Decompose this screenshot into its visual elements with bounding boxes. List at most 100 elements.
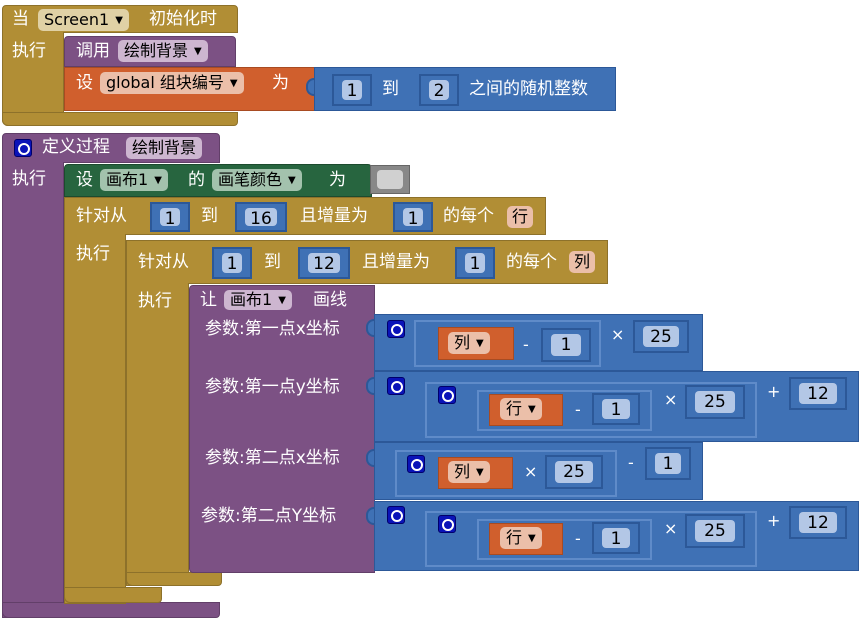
canvas-dropdown[interactable]: 画布1▼ <box>100 169 168 191</box>
x2-multiply-block[interactable] <box>395 450 617 497</box>
number-block[interactable]: 1 <box>645 447 691 480</box>
gear-icon[interactable] <box>438 386 456 404</box>
procedure-name: 绘制背景 <box>124 41 189 60</box>
procedure-name-field[interactable]: 绘制背景 <box>126 137 203 159</box>
each-label: 的每个 <box>506 252 557 272</box>
for-to-number[interactable]: 16 <box>235 202 287 232</box>
procedure-do-column <box>2 162 64 618</box>
for-to-number[interactable]: 12 <box>298 247 350 279</box>
number-value: 1 <box>602 528 630 549</box>
gear-icon[interactable] <box>387 377 405 395</box>
connector-tab <box>366 377 374 395</box>
do-label: 执行 <box>12 169 46 189</box>
for-step-number[interactable]: 1 <box>455 247 495 279</box>
variable-dropdown[interactable]: 行▼ <box>500 398 542 420</box>
procedure-bottom-bar <box>2 602 220 618</box>
param-x1-label: 参数:第一点x坐标 <box>205 319 340 339</box>
global-variable-dropdown[interactable]: global 组块编号 ▼ <box>100 72 244 94</box>
to-label: 为 <box>272 73 289 93</box>
times-operator: × <box>664 519 678 538</box>
y1-multiply-block[interactable] <box>425 382 757 438</box>
variable-dropdown[interactable]: 列▼ <box>448 332 490 354</box>
for-range-column-block[interactable] <box>126 240 608 284</box>
method-label: 画线 <box>313 290 347 310</box>
variable-dropdown[interactable]: 行▼ <box>500 527 542 549</box>
gear-icon[interactable] <box>407 455 425 473</box>
plus-operator: + <box>767 382 781 401</box>
y2-subtract-block[interactable] <box>477 519 652 560</box>
number-value: 1 <box>342 80 362 101</box>
do-label: 执行 <box>138 291 172 311</box>
number-value: 1 <box>655 453 681 474</box>
event-do-column <box>2 32 64 126</box>
number-block[interactable]: 12 <box>789 506 847 539</box>
property-dropdown[interactable]: 画笔颜色▼ <box>212 169 302 191</box>
gear-icon[interactable] <box>14 139 32 157</box>
for-from-number[interactable]: 1 <box>150 202 190 232</box>
step-label: 且增量为 <box>300 206 368 226</box>
number-value: 1 <box>403 208 423 229</box>
canvas-dropdown[interactable]: 画布1▼ <box>224 290 292 310</box>
number-value: 25 <box>643 326 679 347</box>
number-block[interactable]: 25 <box>633 320 689 353</box>
loop-variable-row[interactable]: 行 <box>507 206 534 228</box>
random-to-number[interactable]: 2 <box>419 74 459 106</box>
number-block[interactable]: 25 <box>545 455 603 489</box>
loop-variable-col[interactable]: 列 <box>569 251 596 273</box>
variable-name: 行 <box>512 207 529 226</box>
component-dropdown[interactable]: Screen1▼ <box>38 9 129 31</box>
gear-icon[interactable] <box>438 515 456 533</box>
number-value: 12 <box>308 253 340 274</box>
number-value: 12 <box>799 383 837 404</box>
to-label: 到 <box>264 252 281 272</box>
color-block[interactable] <box>370 165 410 194</box>
chevron-down-icon: ▼ <box>476 338 484 349</box>
for-step-number[interactable]: 1 <box>393 202 433 232</box>
procedure-dropdown[interactable]: 绘制背景▼ <box>118 40 208 62</box>
number-block[interactable]: 25 <box>685 385 745 419</box>
number-value: 1 <box>160 208 180 229</box>
number-value: 25 <box>695 520 735 542</box>
number-block[interactable]: 1 <box>592 393 640 425</box>
for-range-row-block[interactable] <box>64 197 546 235</box>
gear-icon[interactable] <box>387 320 405 338</box>
random-to-label: 到 <box>382 79 399 99</box>
canvas-draw-line-block[interactable] <box>189 285 375 573</box>
variable-name: global 组块编号 <box>106 73 224 92</box>
times-operator: × <box>611 325 625 344</box>
connector-tab <box>366 507 374 525</box>
color-swatch <box>377 170 403 189</box>
property-name: 画笔颜色 <box>218 170 283 189</box>
to-label: 为 <box>329 170 346 190</box>
each-label: 的每个 <box>443 206 494 226</box>
when-label: 当 <box>12 9 29 29</box>
param-y2-label: 参数:第二点Y坐标 <box>201 506 337 526</box>
number-block[interactable]: 12 <box>789 377 847 410</box>
step-label: 且增量为 <box>362 252 430 272</box>
variable-name: 列 <box>454 333 471 352</box>
y2-multiply-block[interactable] <box>425 511 757 567</box>
x1-subtract-block[interactable] <box>414 320 601 367</box>
for-range-label: 针对从 <box>138 252 189 272</box>
variable-name: 行 <box>506 528 523 547</box>
connector-tab <box>306 78 314 96</box>
gear-icon[interactable] <box>387 506 405 524</box>
times-operator: × <box>524 462 538 481</box>
minus-operator: - <box>575 529 581 548</box>
y1-subtract-block[interactable] <box>477 390 652 431</box>
component-name: 画布1 <box>106 170 149 189</box>
param-x2-label: 参数:第二点x坐标 <box>205 448 340 468</box>
number-block[interactable]: 1 <box>541 328 591 362</box>
number-block[interactable]: 25 <box>685 514 745 548</box>
for-row-do-column <box>64 234 126 604</box>
let-label: 让 <box>200 290 217 310</box>
variable-dropdown[interactable]: 列▼ <box>448 461 490 483</box>
for-from-number[interactable]: 1 <box>212 247 252 279</box>
variable-name: 行 <box>506 399 523 418</box>
plus-operator: + <box>767 511 781 530</box>
of-label: 的 <box>188 170 205 190</box>
number-block[interactable]: 1 <box>592 522 640 554</box>
random-from-number[interactable]: 1 <box>332 74 372 106</box>
param-y1-label: 参数:第一点y坐标 <box>205 377 340 397</box>
chevron-down-icon: ▼ <box>229 78 238 89</box>
